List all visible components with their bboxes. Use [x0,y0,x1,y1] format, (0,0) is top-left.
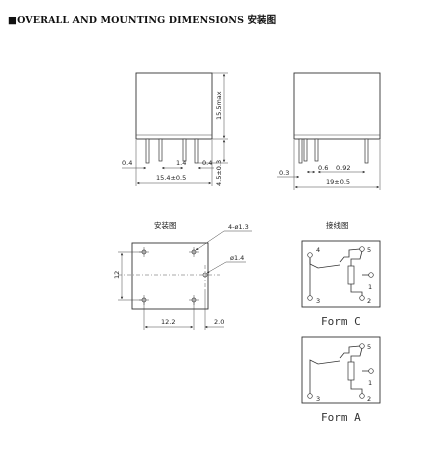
side-pin-left-label: 0.4 [122,159,132,167]
side-pin-1 [145,138,150,164]
vertical-spacing-label: 12 [113,271,121,279]
wiring-form-a: 5 1 3 2 Form A [301,336,381,424]
form-a-pin-3: 3 [316,395,320,403]
end-pin-3 [314,138,319,162]
form-a-pin-1: 1 [368,379,372,387]
side-view: 15.5max 4.5±0.3 0.4 1.4 0.4 15.4±0.5 [122,72,228,186]
end-width-label: 19±0.5 [326,178,350,186]
end-pin-spacing-b-label: 0.92 [336,164,350,172]
form-a-label: Form A [321,411,361,424]
form-a-terminal-3 [307,393,313,399]
form-c-frame [301,240,381,308]
edge-offset-label: 2.0 [214,318,224,326]
end-pin-2 [303,138,308,162]
form-c-terminal-2 [359,295,365,301]
end-pin-offset-label: 0.3 [279,169,289,177]
form-c-terminal-3 [307,295,313,301]
side-pin-length-label: 4.5±0.3 [215,160,223,186]
form-c-terminal-4 [307,252,313,258]
form-a-terminal-2 [359,393,365,399]
wiring-form-c: 接线图 4 5 1 3 2 Form C [301,220,381,328]
side-height-label: 15.5max [215,91,223,120]
end-pin-4 [364,138,369,164]
wiring-caption: 接线图 [326,220,349,230]
form-a-coil [347,361,355,381]
side-pin-4 [194,138,199,164]
mounting-layout: 安装图 4-ø1.3 ø1.4 12 12.2 [113,220,252,330]
horizontal-spacing-label: 12.2 [161,318,175,326]
form-c-terminal-1 [368,272,374,278]
form-c-coil [347,265,355,285]
mounting-caption: 安装图 [154,220,177,230]
end-pin-spacing-a-label: 0.6 [318,164,328,172]
form-c-terminal-5 [359,246,365,252]
end-pin-1 [298,138,303,164]
page-title: ■OVERALL AND MOUNTING DIMENSIONS 安装图 [8,15,277,26]
form-c-pin-1: 1 [368,283,372,291]
form-c-pin-5: 5 [367,246,371,254]
form-a-pin-2: 2 [367,395,371,403]
form-a-terminal-5 [359,343,365,349]
form-a-pin-5: 5 [367,343,371,351]
end-view-body [293,72,381,140]
side-width-label: 15.4±0.5 [156,174,186,182]
side-pin-3 [182,138,187,162]
form-c-pin-3: 3 [316,297,320,305]
form-c-label: Form C [321,315,361,328]
side-pin-gap-label: 1.4 [176,159,186,167]
side-pin-2 [158,138,163,162]
side-view-body [135,72,213,140]
form-c-pin-4: 4 [316,246,320,254]
form-a-frame [301,336,381,404]
hole-callout-label: 4-ø1.3 [228,223,249,231]
end-view: 0.3 0.6 0.92 19±0.5 [277,72,381,190]
side-pin-right-label: 0.4 [202,159,212,167]
form-c-pin-2: 2 [367,297,371,305]
center-hole-callout-label: ø1.4 [230,254,244,262]
form-a-terminal-1 [368,368,374,374]
